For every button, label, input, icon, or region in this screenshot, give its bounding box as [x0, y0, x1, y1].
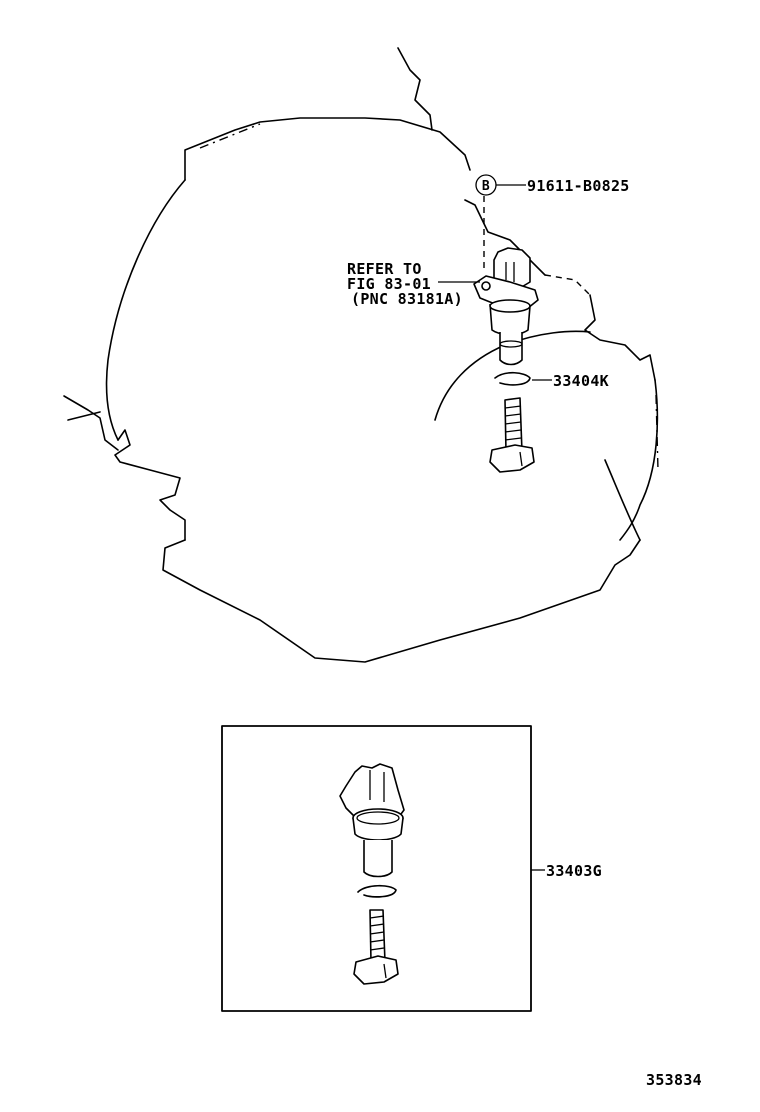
- speed-sensor-upper: [473, 196, 539, 366]
- callout-leaders: [438, 184, 552, 381]
- refer-line-1: REFER TO: [347, 260, 422, 278]
- assembly-part-number: 33403G: [546, 862, 602, 880]
- o-ring-upper: [494, 371, 531, 386]
- transmission-housing-outline: [63, 47, 659, 663]
- bolt-callout-badge: B: [475, 174, 497, 196]
- refer-line-3: (PNC 83181A): [351, 290, 463, 308]
- bolt-part-number: 91611-B0825: [527, 177, 630, 195]
- o-ring-part-number: 33404K: [553, 372, 609, 390]
- bolt-symbol-letter: B: [482, 179, 490, 194]
- refer-line-2: FIG 83-01: [347, 275, 431, 293]
- illustration-number: 353834: [646, 1071, 702, 1089]
- driven-gear-lower: [353, 909, 399, 985]
- speed-sensor-lower: [339, 763, 405, 878]
- driven-gear-upper: [489, 397, 535, 473]
- inset-box: [221, 725, 532, 1012]
- o-ring-lower: [357, 884, 397, 898]
